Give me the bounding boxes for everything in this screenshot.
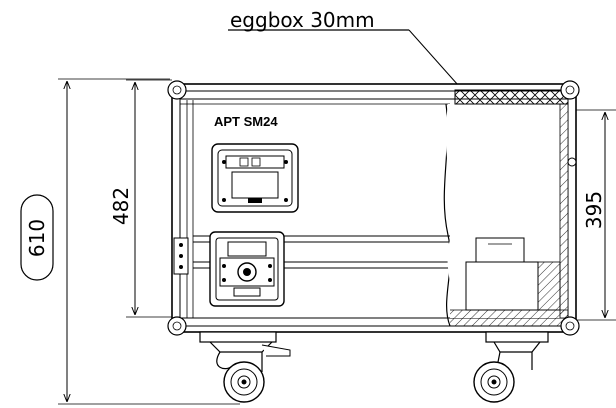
castor-brake <box>261 344 291 357</box>
inner-device-top <box>475 237 525 263</box>
dimension-610: 610 <box>20 78 240 405</box>
eggbox-callout: eggbox 30mm <box>228 8 467 95</box>
dimension-395: 395 <box>575 109 616 321</box>
inner-device-body <box>465 261 539 311</box>
dim-482-value: 482 <box>109 187 133 225</box>
corner-ball-bottom-left <box>167 316 187 336</box>
side-foam-wall <box>559 103 569 319</box>
case-model-label: APT SM24 <box>214 114 278 129</box>
castor-right-plate <box>485 331 549 343</box>
recessed-handle <box>211 143 299 213</box>
hinge <box>173 237 189 275</box>
castor-right <box>473 331 549 403</box>
inner-foam-block <box>537 261 561 311</box>
flight-case: APT SM24 <box>167 80 580 336</box>
eggbox-foam <box>454 89 569 105</box>
corner-ball-top-right <box>560 80 580 100</box>
butterfly-latch <box>209 231 285 307</box>
bottom-foam <box>450 309 569 327</box>
corner-ball-bottom-right <box>560 316 580 336</box>
castor-left-plate <box>199 331 277 343</box>
castor-left <box>199 331 291 403</box>
side-latch <box>567 157 577 167</box>
corner-ball-top-left <box>167 80 187 100</box>
eggbox-callout-label: eggbox 30mm <box>230 8 375 32</box>
dim-610-badge <box>20 194 54 281</box>
dim-610-value: 610 <box>25 219 49 257</box>
dimension-482: 482 <box>109 79 180 318</box>
dim-395-value: 395 <box>582 191 606 229</box>
